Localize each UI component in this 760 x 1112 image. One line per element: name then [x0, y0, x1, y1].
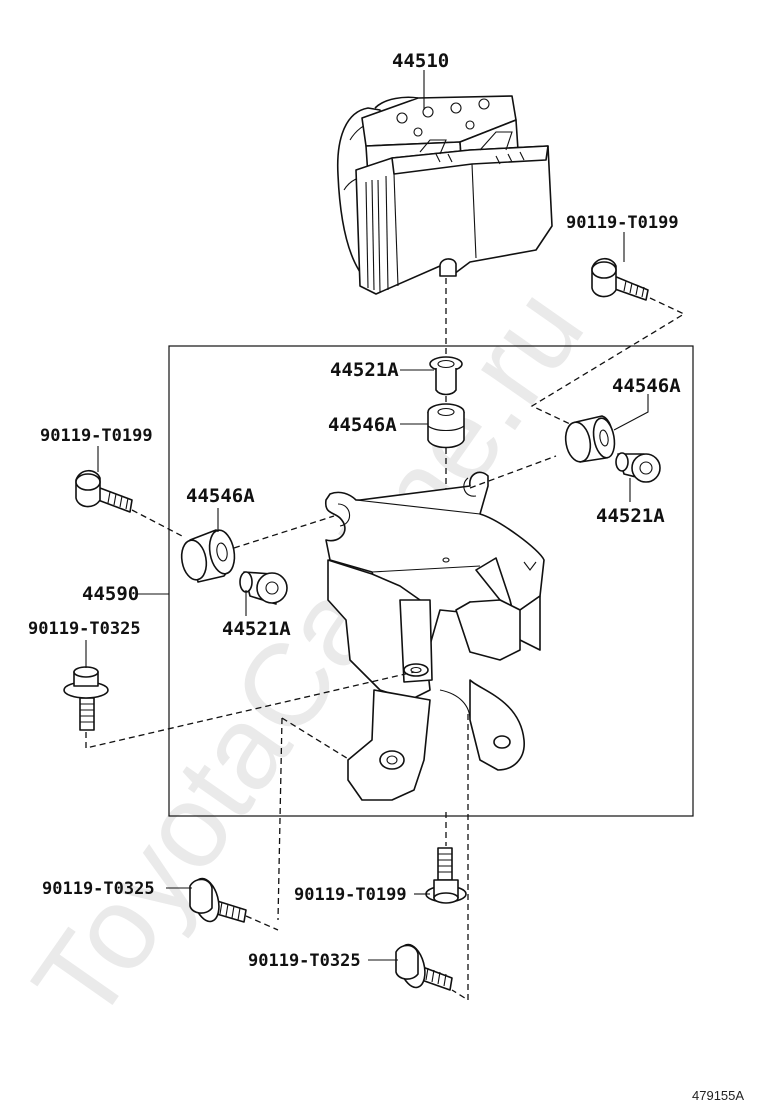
collar-left [239, 571, 288, 605]
label-cushion-right: 44546A [612, 375, 681, 397]
label-bolt-left: 90119-T0199 [40, 426, 153, 446]
collar-right [615, 452, 661, 483]
label-cushion-left: 44546A [186, 485, 255, 507]
label-abs-actuator: 44510 [392, 50, 449, 72]
bolt-bottom-left [189, 877, 247, 923]
bolt-top-right [591, 257, 649, 301]
label-bolt-left-lower: 90119-T0325 [28, 619, 141, 639]
assembly-frame [168, 345, 694, 817]
cushion-right [564, 415, 616, 463]
bolt-left-lower [63, 666, 109, 731]
collar-center [429, 356, 463, 396]
bracket [324, 471, 545, 801]
abs-actuator [336, 95, 553, 295]
label-collar-left: 44521A [222, 618, 291, 640]
label-collar-center: 44521A [330, 359, 399, 381]
cushion-left [180, 529, 236, 583]
label-bolt-bottom-center: 90119-T0199 [294, 885, 407, 905]
cushion-center [427, 403, 465, 449]
bolt-bottom-right [395, 943, 453, 991]
label-bolt-top-right: 90119-T0199 [566, 213, 679, 233]
label-bolt-bottom-right: 90119-T0325 [248, 951, 361, 971]
label-cushion-center: 44546A [328, 414, 397, 436]
watermark: ToyotaCarline.ru [8, 265, 609, 1045]
figure-reference: 479155A [692, 1088, 744, 1103]
label-bolt-bottom-left: 90119-T0325 [42, 879, 155, 899]
bolt-left [75, 469, 133, 513]
label-collar-right: 44521A [596, 505, 665, 527]
label-bracket: 44590 [82, 583, 139, 605]
bolt-bottom-center [425, 847, 467, 904]
